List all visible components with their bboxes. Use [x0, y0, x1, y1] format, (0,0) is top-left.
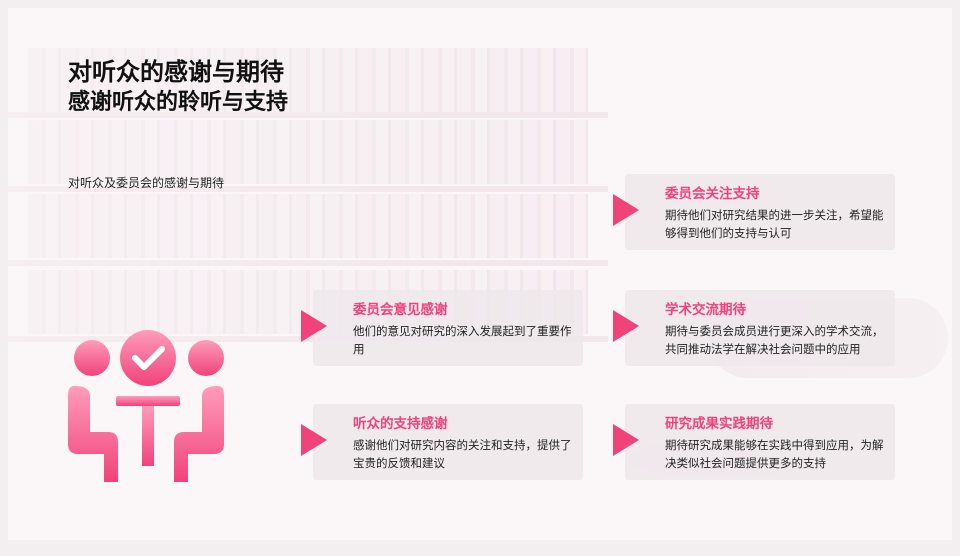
card-audience-support: 听众的支持感谢 感谢他们对研究内容的关注和支持，提供了宝贵的反馈和建议: [301, 404, 583, 480]
card-text: 感谢他们对研究内容的关注和支持，提供了宝贵的反馈和建议: [353, 438, 572, 470]
card-heading: 学术交流期待: [665, 302, 746, 318]
card-academic-exchange: 学术交流期待 期待与委员会成员进行更深入的学术交流，共同推动法学在解决社会问题中…: [613, 290, 895, 366]
card-heading: 研究成果实践期待: [665, 416, 773, 432]
meeting-approval-icon: [68, 330, 224, 482]
play-triangle-icon: [301, 424, 327, 456]
card-heading: 委员会关注支持: [665, 186, 760, 202]
page-subtitle: 感谢听众的聆听与支持: [68, 90, 289, 115]
slide: 对听众的感谢与期待 感谢听众的聆听与支持 对听众及委员会的感谢与期待 委员会关注…: [8, 8, 952, 540]
card-text: 期待研究成果能够在实践中得到应用，为解决类似社会问题提供更多的支持: [665, 438, 884, 470]
section-caption: 对听众及委员会的感谢与期待: [68, 176, 225, 190]
card-committee-attention: 委员会关注支持 期待他们对研究结果的进一步关注，希望能够得到他们的支持与认可: [613, 174, 895, 250]
card-committee-feedback: 委员会意见感谢 他们的意见对研究的深入发展起到了重要作用: [301, 290, 583, 366]
card-text: 期待与委员会成员进行更深入的学术交流，共同推动法学在解决社会问题中的应用: [665, 324, 884, 356]
card-research-practice: 研究成果实践期待 期待研究成果能够在实践中得到应用，为解决类似社会问题提供更多的…: [613, 404, 895, 480]
card-heading: 听众的支持感谢: [353, 416, 448, 432]
play-triangle-icon: [301, 310, 327, 342]
page-title: 对听众的感谢与期待: [68, 58, 284, 86]
card-heading: 委员会意见感谢: [353, 302, 448, 318]
play-triangle-icon: [613, 194, 639, 226]
card-text: 他们的意见对研究的深入发展起到了重要作用: [353, 324, 572, 356]
play-triangle-icon: [613, 424, 639, 456]
play-triangle-icon: [613, 310, 639, 342]
card-text: 期待他们对研究结果的进一步关注，希望能够得到他们的支持与认可: [665, 208, 884, 240]
